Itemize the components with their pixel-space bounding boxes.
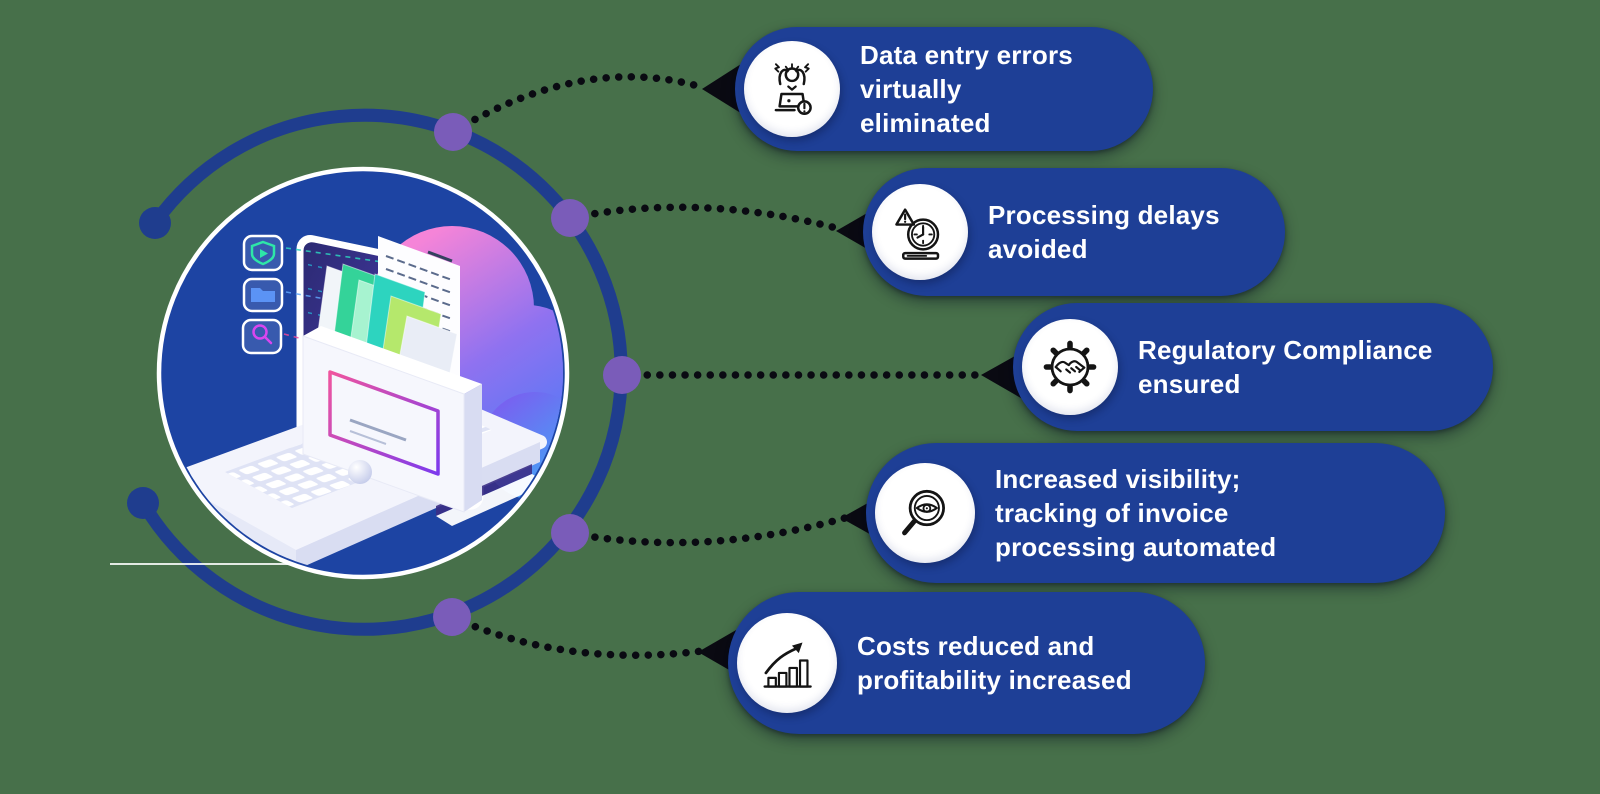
compliance-gear-handshake-icon — [1043, 340, 1097, 394]
orbit-end-dot — [127, 487, 159, 519]
app-chips — [241, 234, 284, 355]
benefit-icon-circle — [737, 613, 837, 713]
orbit-node — [434, 113, 472, 151]
search-icon — [241, 318, 283, 355]
benefit-label: Increased visibility; tracking of invoic… — [995, 464, 1277, 562]
connector-4 — [566, 514, 849, 547]
growth-chart-icon — [763, 642, 812, 688]
connector-5 — [448, 613, 706, 659]
orbit-node — [551, 514, 589, 552]
orbit-nodes — [433, 113, 641, 636]
benefit-label: Data entry errors virtually eliminated — [860, 40, 1073, 138]
orbit-node — [551, 199, 589, 237]
benefit-label: Processing delays avoided — [988, 200, 1220, 264]
benefit-icon-circle — [875, 463, 975, 563]
orbit-node — [603, 356, 641, 394]
drawer-box — [302, 326, 482, 513]
cloud-storage-illustration — [165, 226, 563, 570]
benefit-icon-circle — [1022, 319, 1118, 415]
benefit-icon-circle — [872, 184, 968, 280]
shield-play-icon — [242, 234, 284, 272]
benefit-pill-processing-delays: Processing delays avoided — [863, 168, 1285, 296]
orbit-end-dot — [139, 207, 171, 239]
visibility-magnifier-eye-icon — [902, 489, 945, 536]
hub-ring — [156, 166, 570, 580]
connector-2 — [566, 203, 844, 233]
orbit-node — [433, 598, 471, 636]
dotted-connectors — [448, 73, 989, 659]
benefit-label: Costs reduced and profitability increase… — [857, 631, 1132, 695]
folder-icon — [242, 277, 284, 313]
benefit-pill-data-entry: Data entry errors virtually eliminated — [735, 27, 1153, 151]
benefit-label: Regulatory Compliance ensured — [1138, 335, 1433, 399]
benefit-pill-regulatory-compliance: Regulatory Compliance ensured — [1013, 303, 1493, 431]
connector-1 — [449, 73, 709, 136]
data-entry-error-icon — [774, 63, 812, 116]
benefit-icon-circle — [744, 41, 840, 137]
processing-delay-icon — [895, 208, 940, 260]
benefit-pill-costs: Costs reduced and profitability increase… — [728, 592, 1205, 734]
benefit-pill-visibility: Increased visibility; tracking of invoic… — [866, 443, 1445, 583]
